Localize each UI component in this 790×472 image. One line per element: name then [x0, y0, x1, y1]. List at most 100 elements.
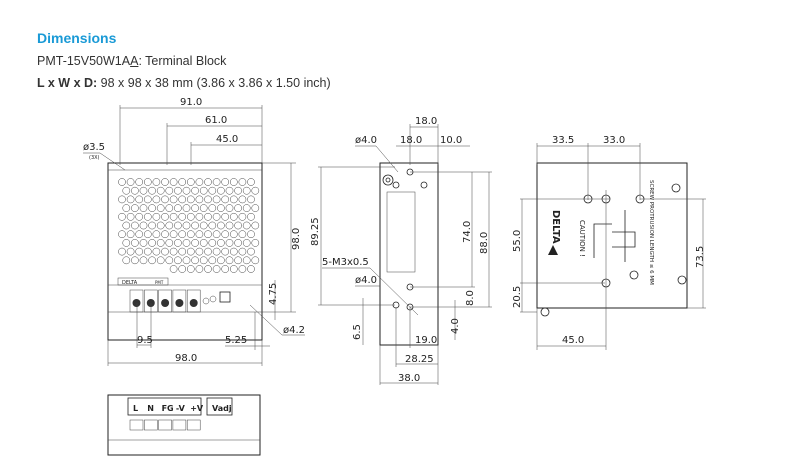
vent-hole [204, 178, 212, 186]
vent-hole [229, 265, 238, 273]
side-dim-10: 10.0 [440, 135, 462, 146]
vent-hole [178, 247, 187, 256]
side-dim-88: 88.0 [479, 232, 490, 254]
model-variant: A [130, 54, 139, 68]
vent-hole [191, 239, 199, 247]
side-dim-8: 8.0 [465, 290, 476, 306]
vent-hole [161, 195, 169, 204]
rear-dim-45: 45.0 [562, 335, 584, 346]
rear-caution: CAUTION ! [578, 220, 586, 257]
side-dim-65: 6.5 [352, 324, 363, 340]
terminal-label: +V [190, 404, 204, 413]
terminal-slot [186, 419, 201, 431]
dim-475: 4.75 [268, 283, 279, 305]
side-depth-38: 38.0 [398, 373, 420, 384]
vent-hole [199, 204, 208, 212]
vent-hole [221, 265, 230, 273]
vent-hole [186, 230, 195, 239]
front-logo: DELTA [122, 280, 138, 286]
vent-hole [247, 265, 255, 273]
rear-dim-205: 20.5 [512, 286, 523, 308]
vent-hole [143, 212, 152, 221]
vent-hole [238, 247, 247, 256]
vent-hole [208, 221, 217, 230]
front-model-tag: PMT [155, 280, 164, 285]
vent-hole [156, 239, 165, 247]
vent-hole [217, 239, 225, 247]
terminal-label: FG [162, 404, 174, 413]
vent-hole [195, 195, 204, 204]
vent-hole [182, 204, 191, 212]
vent-hole [152, 247, 161, 256]
size-label: L x W x D: [37, 76, 98, 90]
vent-hole [182, 256, 191, 265]
vent-hole [212, 265, 221, 273]
side-hole-dia-bottom: ø4.0 [355, 275, 377, 286]
vent-hole [186, 178, 195, 186]
vent-hole [225, 221, 234, 230]
vent-hole [225, 239, 234, 247]
vent-hole [204, 195, 212, 204]
vent-hole [242, 256, 251, 265]
vent-hole [139, 239, 148, 247]
vent-hole [165, 256, 174, 265]
vent-hole [225, 186, 234, 195]
vent-hole [247, 178, 255, 186]
vent-hole [161, 247, 169, 256]
dim-height-98: 98.0 [291, 228, 302, 250]
terminal-slot [172, 289, 187, 313]
vent-hole [221, 178, 230, 186]
vent-hole [212, 212, 221, 221]
vent-hole [135, 247, 144, 256]
vent-hole [238, 212, 247, 221]
vent-hole [118, 247, 126, 256]
vent-hole [122, 221, 131, 230]
vent-hole [251, 256, 260, 265]
vent-hole [195, 265, 204, 273]
side-dim-74: 74.0 [462, 221, 473, 243]
vent-hole [152, 212, 161, 221]
size-line: L x W x D: 98 x 98 x 38 mm (3.86 x 3.86 … [37, 76, 331, 90]
model-name: PMT-15V50W1A [37, 54, 131, 68]
vent-hole [238, 195, 247, 204]
terminal-screw [189, 299, 198, 307]
vent-hole [139, 221, 148, 230]
vent-hole [143, 178, 152, 186]
mount-hole [540, 307, 550, 317]
front-view: DELTA PMT 91.0 61.0 45.0 ø3.5 (3X) 98.0 … [83, 97, 305, 366]
vent-hole [191, 221, 199, 230]
vent-hole [174, 239, 182, 247]
vent-hole [195, 247, 204, 256]
rear-screw-note: SCREW PROTRUSION LENGTH ≤ 6 MM [648, 180, 654, 285]
vent-hole [208, 239, 217, 247]
vent-hole [148, 239, 156, 247]
vent-hole [247, 247, 255, 256]
vent-hole [225, 204, 234, 212]
terminal-slot [129, 289, 144, 313]
vent-hole [182, 239, 191, 247]
side-dim-18: 18.0 [400, 135, 422, 146]
vent-hole [204, 212, 212, 221]
rear-dim-735: 73.5 [695, 246, 706, 268]
mount-hole [629, 270, 639, 280]
vent-hole [174, 186, 182, 195]
vent-hole [122, 256, 131, 265]
vent-hole [251, 204, 260, 212]
vent-hole [139, 256, 148, 265]
rear-dim-335: 33.5 [552, 135, 574, 146]
vent-hole [178, 212, 187, 221]
vent-hole [238, 230, 247, 239]
vent-hole [131, 186, 139, 195]
vent-hole [122, 239, 131, 247]
vent-hole [139, 204, 148, 212]
vent-hole [195, 212, 204, 221]
vent-hole [247, 212, 255, 221]
vent-hole [135, 195, 144, 204]
vent-hole [221, 247, 230, 256]
vent-hole [212, 230, 221, 239]
vent-hole [143, 230, 152, 239]
vent-hole [143, 247, 152, 256]
hole-count: (3X) [89, 155, 100, 161]
vent-hole [165, 186, 174, 195]
vent-hole [186, 265, 195, 273]
